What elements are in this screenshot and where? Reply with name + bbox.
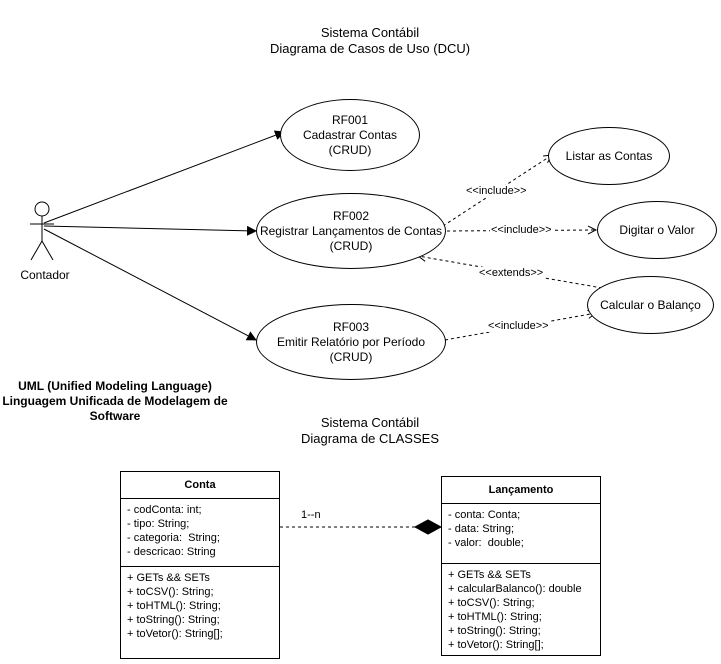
- label-include-listar: <<include>>: [465, 185, 528, 197]
- usecase-calcular-balanco[interactable]: Calcular o Balanço: [587, 276, 714, 334]
- attribute: - descricao: String: [127, 546, 216, 558]
- assoc-actor-rf002: [43, 225, 257, 236]
- assoc-actor-rf001: [43, 130, 285, 224]
- method: + toVetor(): String[];: [127, 628, 223, 640]
- attribute: - codConta: int;: [127, 504, 202, 516]
- attribute: - valor: double;: [448, 537, 524, 549]
- usecase-calcular-balanco-label: Calcular o Balanço: [600, 297, 701, 312]
- usecase-rf002-name: Registrar Lançamentos de Contas: [259, 223, 443, 238]
- usecase-rf003[interactable]: RF003 Emitir Relatório por Período (CRUD…: [256, 304, 446, 380]
- method: + toHTML(): String;: [448, 611, 542, 623]
- class-conta-name: Conta: [121, 472, 279, 499]
- label-include-digitar: <<include>>: [490, 224, 553, 236]
- class-lancamento[interactable]: Lançamento - conta: Conta; - data: Strin…: [441, 476, 601, 656]
- usecase-rf001-tag: (CRUD): [328, 142, 372, 157]
- usecase-rf003-code: RF003: [332, 319, 370, 334]
- association-multiplicity: 1--n: [300, 509, 322, 521]
- attribute: - tipo: String;: [127, 518, 190, 530]
- attribute: - data: String;: [448, 523, 515, 535]
- usecase-rf001[interactable]: RF001 Cadastrar Contas (CRUD): [280, 99, 420, 171]
- attribute: - categoria: String;: [127, 532, 220, 544]
- usecase-rf001-code: RF001: [331, 112, 369, 127]
- rel-include-listar: [442, 155, 552, 227]
- usecase-digitar-valor-label: Digitar o Valor: [619, 222, 695, 237]
- classes-title-line1: Sistema Contábil: [320, 415, 420, 430]
- method: + calcularBalanco(): double: [448, 583, 582, 595]
- uml-note-line3: Software: [89, 409, 141, 423]
- actor-label: Contador: [20, 268, 70, 282]
- method: + toVetor(): String[];: [448, 639, 544, 651]
- method: + toCSV(): String;: [127, 586, 214, 598]
- usecase-rf002[interactable]: RF002 Registrar Lançamentos de Contas (C…: [256, 193, 446, 269]
- method: + GETs && SETs: [448, 569, 531, 581]
- class-lancamento-methods: + GETs && SETs + calcularBalanco(): doub…: [442, 564, 600, 656]
- method: + toCSV(): String;: [448, 597, 535, 609]
- label-include-calcular: <<include>>: [487, 320, 550, 332]
- method: + toString(): String;: [448, 625, 541, 637]
- rel-include-calcular: [444, 313, 596, 341]
- actor-figure: [30, 201, 54, 261]
- uml-note-line1: UML (Unified Modeling Language): [18, 379, 212, 393]
- dcu-title-line2: Diagrama de Casos de Uso (DCU): [269, 41, 471, 56]
- class-lancamento-attributes: - conta: Conta; - data: String; - valor:…: [442, 504, 600, 564]
- method: + toHTML(): String;: [127, 600, 221, 612]
- class-lancamento-name: Lançamento: [442, 477, 600, 504]
- usecase-digitar-valor[interactable]: Digitar o Valor: [597, 201, 717, 259]
- usecase-listar-contas[interactable]: Listar as Contas: [548, 127, 670, 185]
- usecase-rf001-name: Cadastrar Contas: [302, 127, 398, 142]
- usecase-rf002-tag: (CRUD): [329, 238, 373, 253]
- usecase-rf003-name: Emitir Relatório por Período: [276, 334, 426, 349]
- attribute: - conta: Conta;: [448, 509, 521, 521]
- usecase-listar-contas-label: Listar as Contas: [565, 148, 653, 163]
- uml-note-line2: Linguagem Unificada de Modelagem de: [2, 394, 228, 408]
- usecase-rf002-code: RF002: [332, 208, 370, 223]
- class-conta-attributes: - codConta: int; - tipo: String; - categ…: [121, 499, 279, 567]
- class-conta-methods: + GETs && SETs + toCSV(): String; + toHT…: [121, 567, 279, 645]
- class-conta[interactable]: Conta - codConta: int; - tipo: String; -…: [120, 471, 280, 659]
- label-extends-calcular: <<extends>>: [478, 267, 545, 279]
- dcu-title-line1: Sistema Contábil: [320, 25, 420, 40]
- method: + GETs && SETs: [127, 572, 210, 584]
- composition-diamond: [413, 519, 443, 535]
- classes-title-line2: Diagrama de CLASSES: [300, 431, 439, 446]
- method: + toString(): String;: [127, 614, 220, 626]
- usecase-rf003-tag: (CRUD): [329, 349, 373, 364]
- assoc-actor-rf003: [43, 228, 257, 341]
